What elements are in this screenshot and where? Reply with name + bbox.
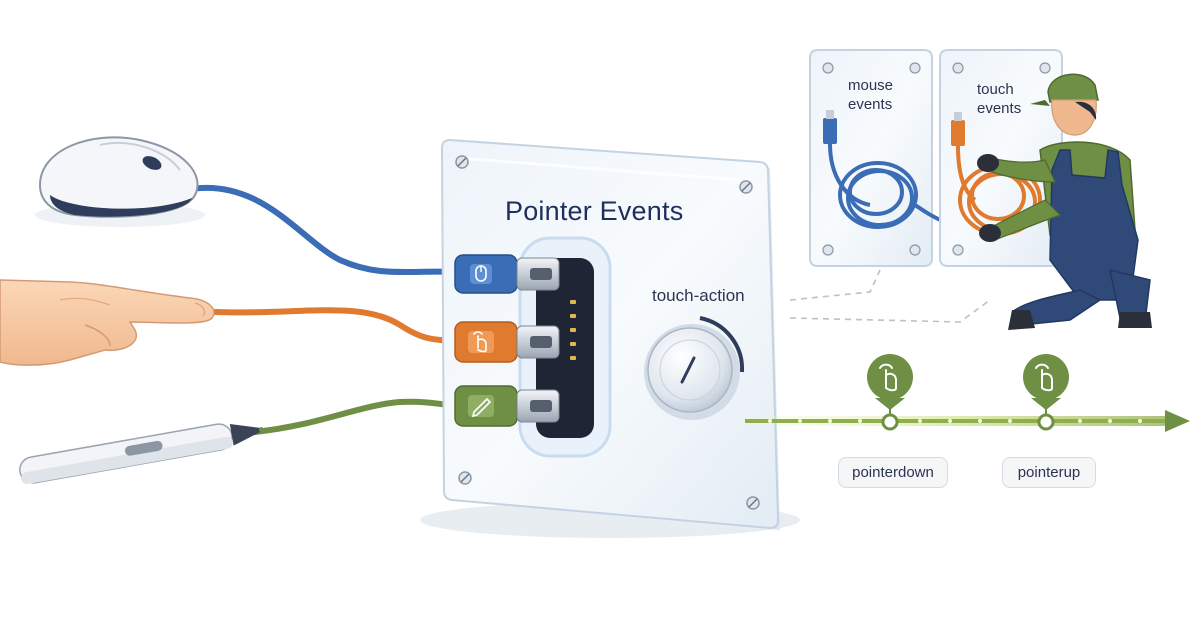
- mouse-icon: [475, 265, 487, 282]
- pointerup-label: pointerup: [1002, 457, 1096, 488]
- touch-action-label: touch-action: [652, 286, 745, 305]
- tap-hand-icon: [879, 363, 897, 392]
- touch-action-dial[interactable]: [644, 324, 740, 420]
- socket-pins: [570, 300, 576, 360]
- tap-hand-icon: [1035, 363, 1053, 392]
- panel-title: Pointer Events: [505, 196, 684, 226]
- pen-cable: [252, 398, 458, 435]
- mouse-events-board: [809, 49, 1001, 267]
- touch-plug: [454, 321, 560, 363]
- pointing-hand-icon: [0, 279, 215, 366]
- pointerdown-marker: [867, 354, 913, 431]
- dashed-link-touch: [789, 299, 991, 323]
- pencil-icon: [471, 397, 492, 418]
- dashed-link-mouse: [789, 269, 881, 301]
- touch-cable: [212, 307, 458, 344]
- stylus-pen-icon: [19, 423, 264, 485]
- mouse-plug: [454, 254, 560, 294]
- event-timeline: [740, 410, 1190, 432]
- pointerup-marker: [1023, 354, 1069, 431]
- screw-icon: [455, 155, 760, 510]
- technician-figure: [977, 73, 1152, 330]
- touch-hand-icon: [473, 331, 487, 353]
- timeline-arrowhead: [1165, 410, 1190, 432]
- touch-action-dial-scale: [699, 316, 745, 373]
- mouse-cable: [182, 184, 458, 276]
- pointerdown-label: pointerdown: [838, 457, 948, 488]
- computer-mouse-icon: [38, 136, 199, 218]
- touch-events-label: touch events: [977, 81, 1022, 117]
- mouse-events-label: mouse events: [848, 77, 894, 113]
- pen-plug: [454, 385, 560, 427]
